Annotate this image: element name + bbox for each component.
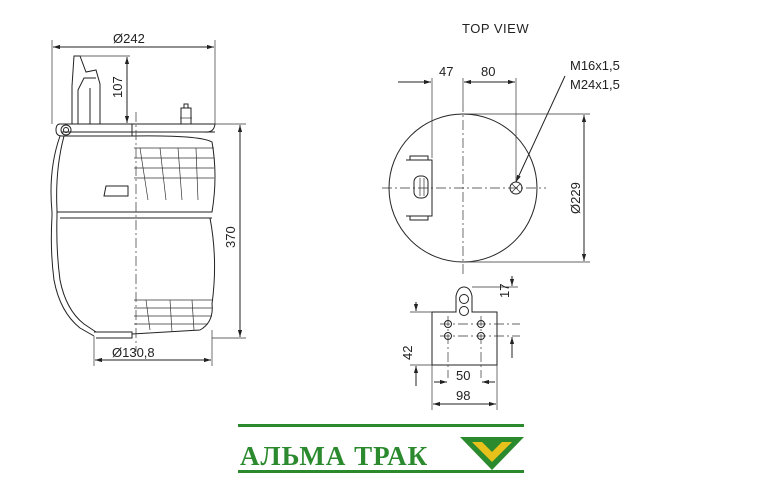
brand: АЛЬМА ТРАК [238, 424, 524, 473]
top-view: TOP VIEW M16x1,5 M24x1,5 47 80 Ø229 [382, 21, 620, 274]
view-title: TOP VIEW [462, 21, 529, 36]
dim-offset-47: 47 [439, 64, 453, 79]
dim-piston-diameter: Ø130,8 [112, 345, 155, 360]
dim-top-diameter: Ø242 [113, 31, 145, 46]
dim-bracket-17: 17 [497, 284, 512, 298]
side-view: Ø242 107 370 Ø130,8 [50, 31, 246, 366]
brand-name: АЛЬМА ТРАК [240, 441, 428, 471]
thread-label-m16: M16x1,5 [570, 58, 620, 73]
thread-label-m24: M24x1,5 [570, 77, 620, 92]
dim-bracket-42: 42 [400, 346, 415, 360]
brand-line-top [238, 424, 524, 427]
brand-line-bottom [238, 470, 524, 473]
dim-bracket-98: 98 [456, 388, 470, 403]
dim-bracket-height: 107 [110, 76, 125, 98]
brand-logo-icon [460, 437, 524, 470]
dim-bracket-50: 50 [456, 368, 470, 383]
dim-plate-diameter: Ø229 [568, 182, 583, 214]
dim-total-height: 370 [223, 226, 238, 248]
dim-offset-80: 80 [481, 64, 495, 79]
bracket-detail: 17 42 50 98 [400, 276, 520, 410]
